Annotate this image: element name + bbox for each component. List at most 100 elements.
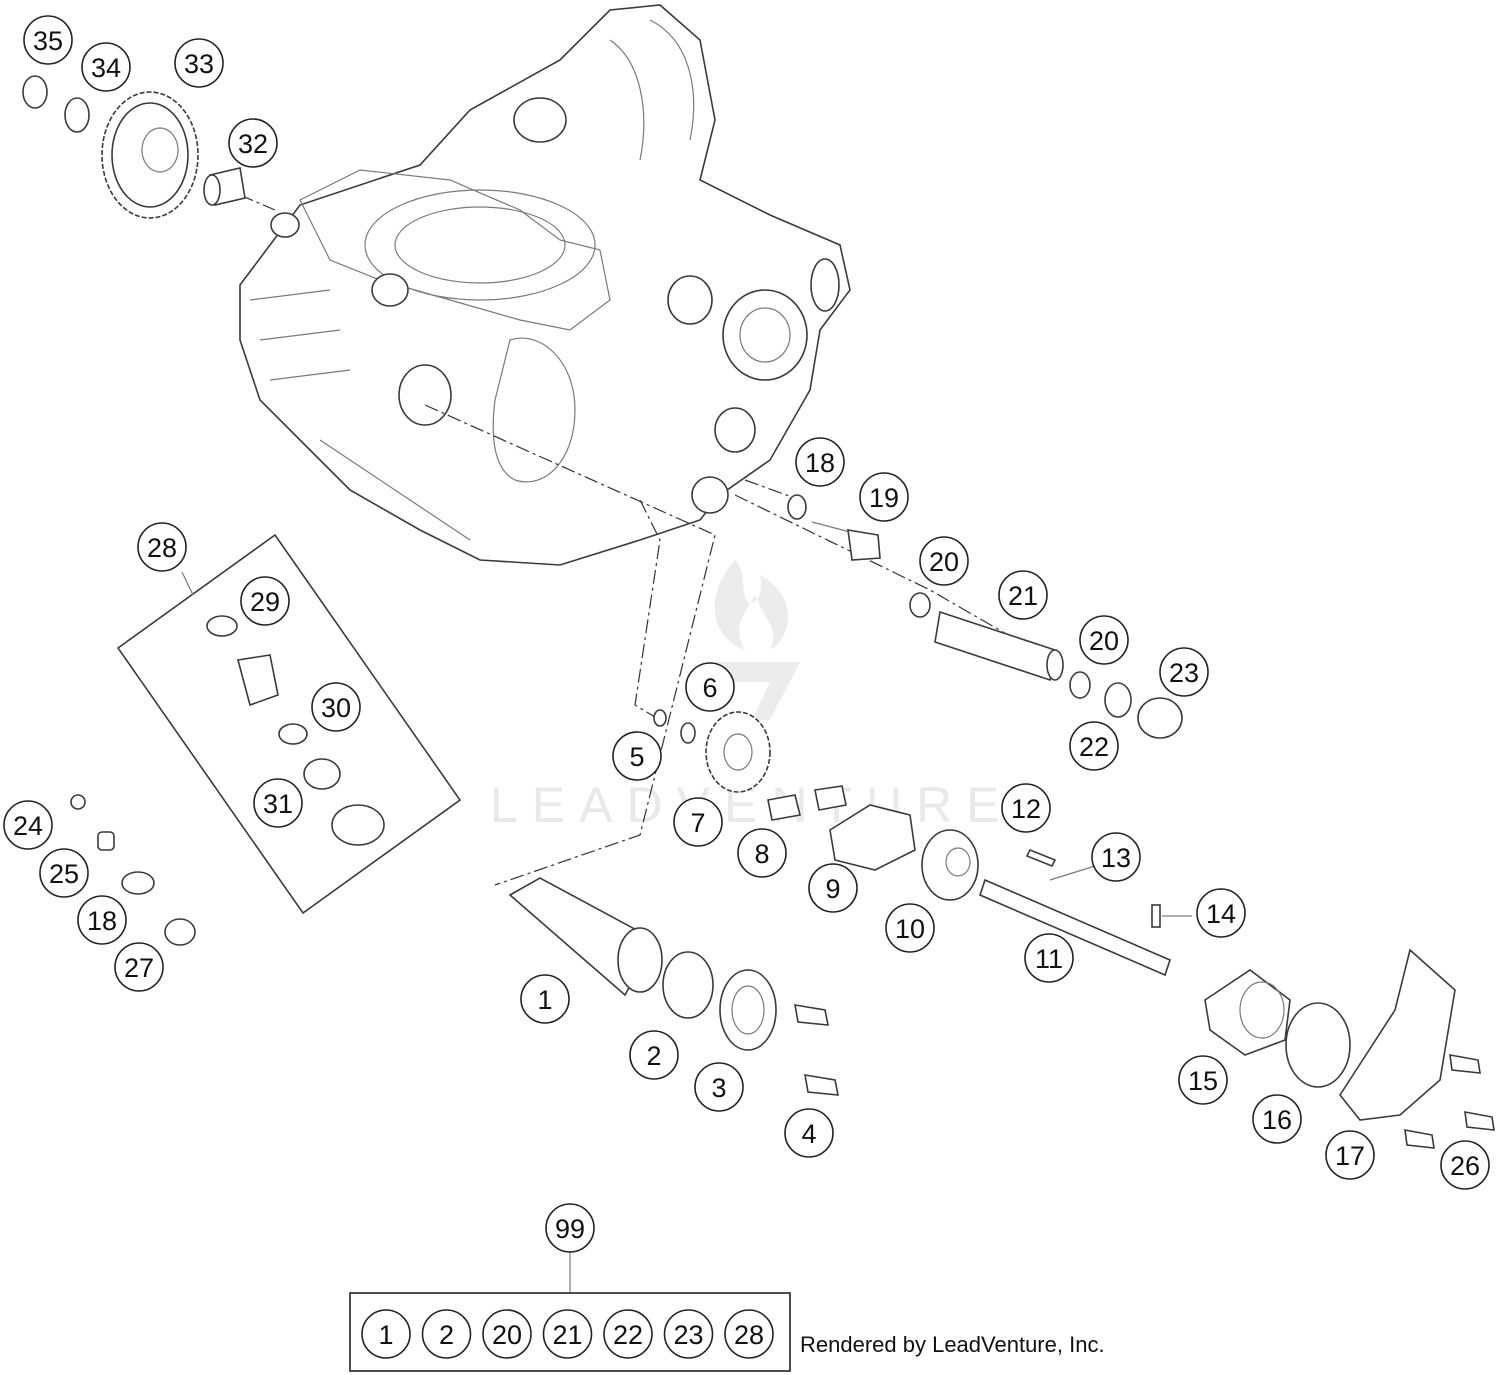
- callout-label: 20: [929, 547, 959, 577]
- callout-10: 10: [885, 903, 935, 953]
- crankcase: [239, 4, 851, 566]
- callout-label: 13: [1101, 843, 1131, 873]
- callout-circle: [1079, 615, 1129, 665]
- callout-circle: [885, 903, 935, 953]
- callout-circle: [1196, 888, 1246, 938]
- part-bolts-4: [794, 1004, 839, 1096]
- callout-circle: [1325, 1130, 1375, 1180]
- callout-circle: [253, 778, 303, 828]
- callout-25: 25: [39, 848, 89, 898]
- callout-label: 32: [238, 129, 268, 159]
- callout-circle: [23, 15, 73, 65]
- kit-item-circle: [603, 1309, 653, 1359]
- callout-6: 6: [685, 662, 735, 712]
- part-washer-18b: [121, 871, 155, 895]
- callout-18b: 18: [77, 895, 127, 945]
- callout-circle: [694, 1062, 744, 1112]
- part-washer-35: [22, 75, 48, 109]
- callout-4: 4: [784, 1108, 834, 1158]
- callout-circle: [228, 118, 278, 168]
- part-washer-18a: [787, 494, 807, 520]
- part-cover-9: [829, 804, 916, 871]
- callout-label: 12: [1011, 794, 1041, 824]
- part-pump-15: [1204, 969, 1291, 1056]
- callout-circle: [998, 570, 1048, 620]
- callout-34: 34: [81, 42, 131, 92]
- callout-circle: [859, 472, 909, 522]
- callout-circle: [1159, 647, 1209, 697]
- callout-99: 99: [545, 1203, 595, 1253]
- part-oring-20b: [1069, 671, 1091, 699]
- callout-circle: [77, 895, 127, 945]
- callout-2: 2: [629, 1030, 679, 1080]
- part-gear-7: [705, 711, 771, 793]
- kit-item-label: 20: [492, 1320, 522, 1350]
- callout-32: 32: [228, 118, 278, 168]
- callout-24: 24: [3, 800, 53, 850]
- part-bolts-26: [1404, 1054, 1495, 1149]
- callout-label: 29: [250, 587, 280, 617]
- callout-circle: [673, 797, 723, 847]
- callout-circle: [114, 942, 164, 992]
- callout-label: 34: [91, 53, 121, 83]
- callout-circle: [39, 848, 89, 898]
- kit-item-label: 21: [552, 1320, 582, 1350]
- callout-label: 28: [147, 533, 177, 563]
- callout-label: 14: [1206, 899, 1236, 929]
- part-bushing-32: [203, 167, 246, 206]
- callout-label: 10: [895, 914, 925, 944]
- callout-18a: 18: [795, 437, 845, 487]
- callout-3: 3: [694, 1062, 744, 1112]
- kit-item-22: 22: [603, 1309, 653, 1359]
- callout-label: 4: [801, 1119, 816, 1149]
- callout-circle: [685, 662, 735, 712]
- part-spring-25: [97, 831, 115, 851]
- part-shaft-11: [979, 878, 1171, 977]
- kit-item-circle: [724, 1309, 774, 1359]
- kit-item-label: 23: [673, 1320, 703, 1350]
- callout-label: 6: [702, 673, 717, 703]
- callout-19: 19: [859, 472, 909, 522]
- part-rotor-10: [921, 829, 979, 901]
- callout-label: 33: [184, 49, 214, 79]
- kit-item-label: 2: [439, 1320, 454, 1350]
- part-oring-20a: [909, 592, 931, 618]
- callout-12: 12: [1001, 783, 1051, 833]
- callout-5: 5: [612, 731, 662, 781]
- callout-circle: [795, 437, 845, 487]
- kit-item-label: 28: [734, 1320, 764, 1350]
- callout-circle: [1252, 1094, 1302, 1144]
- part-gear-33: [101, 91, 199, 219]
- part-ball-24: [70, 794, 86, 810]
- callout-label: 35: [33, 26, 63, 56]
- callout-label: 26: [1450, 1151, 1480, 1181]
- callout-circle: [1001, 783, 1051, 833]
- callout-15: 15: [1178, 1055, 1228, 1105]
- kit-item-20: 20: [482, 1309, 532, 1359]
- kit-item-circle: [421, 1309, 472, 1359]
- callout-label: 7: [690, 808, 705, 838]
- callout-label: 19: [869, 483, 899, 513]
- callout-35: 35: [23, 15, 73, 65]
- callout-29: 29: [240, 576, 290, 626]
- kit-item-23: 23: [663, 1309, 714, 1359]
- part-washer-5: [653, 709, 667, 727]
- callout-circle: [1069, 721, 1119, 771]
- part-filter-1: [508, 877, 663, 997]
- callout-label: 27: [124, 953, 154, 983]
- callout-label: 8: [754, 839, 769, 869]
- callout-label: 18: [87, 906, 117, 936]
- callout-9: 9: [808, 863, 858, 913]
- callout-label: 21: [1008, 581, 1038, 611]
- callout-circle: [174, 38, 224, 88]
- assembly-lines: [239, 194, 1061, 886]
- callout-label: 99: [555, 1214, 585, 1244]
- callout-circle: [1024, 933, 1074, 983]
- kit-99-box: [349, 1292, 791, 1372]
- callout-label: 30: [321, 693, 351, 723]
- part-gasket-16: [1285, 1002, 1351, 1088]
- callout-label: 20: [1089, 626, 1119, 656]
